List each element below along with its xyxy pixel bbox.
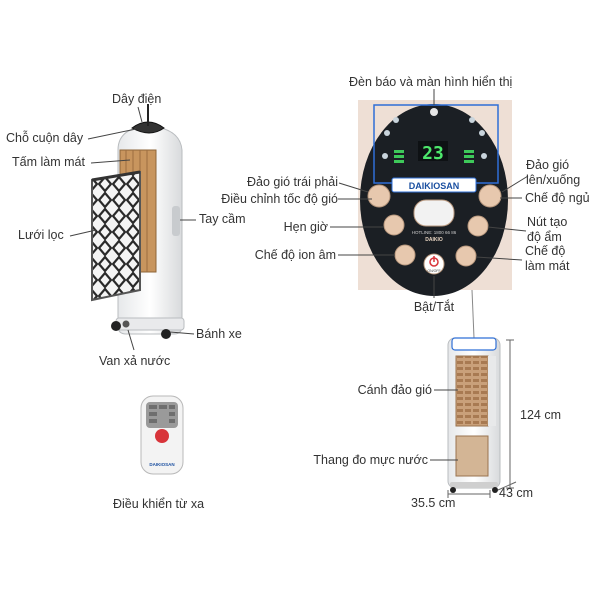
label-humidify-line2: độ ẩm [527, 230, 562, 244]
wheel [111, 321, 121, 331]
remote-power-button [155, 429, 169, 443]
label-sleep-mode: Chế độ ngủ [525, 191, 590, 205]
panel-leader-lines [330, 89, 529, 298]
label-cord-holder: Chỗ cuộn dây [6, 131, 84, 145]
panel-swing-ud-button [478, 184, 502, 208]
water-gauge [455, 435, 489, 477]
label-filter-mesh: Lưới lọc [18, 228, 64, 242]
panel-hotline: HOTLINE: 1800 66 86 [412, 230, 457, 235]
label-cool-mode-line1: Chế độ [525, 244, 566, 258]
wheel [161, 329, 171, 339]
label-power: Bật/Tắt [413, 300, 455, 314]
panel-ion-button [394, 244, 416, 266]
panel-brand-small: DAIKIO [425, 237, 443, 243]
drain-valve [122, 320, 130, 328]
left-leader-lines [69, 106, 196, 351]
label-timer: Hẹn giờ [283, 220, 328, 234]
label-drain-valve: Van xả nước [99, 354, 171, 368]
filter-mesh-door [91, 170, 141, 302]
label-cooling-pad: Tấm làm mát [12, 155, 85, 169]
label-swing-ud-line2: lên/xuống [526, 173, 581, 187]
panel-brand: DAIKIOSAN [409, 181, 460, 191]
cooler-back-view [91, 104, 185, 339]
label-cool-mode-line2: làm mát [525, 259, 570, 273]
remote-control: DAIKIOSAN [140, 395, 184, 475]
label-louver: Cánh đảo gió [357, 383, 432, 397]
label-humidify-line1: Nút tạo [527, 215, 568, 229]
label-remote: Điều khiển từ xa [113, 497, 205, 511]
label-water-gauge: Thang đo mực nước [313, 453, 428, 467]
panel-timer-button [383, 214, 405, 236]
louver [455, 355, 489, 427]
label-wheels: Bánh xe [196, 327, 242, 341]
display-digits: 23 [422, 143, 444, 164]
label-display: Đèn báo và màn hình hiển thị [349, 75, 513, 89]
panel-humidify-button [467, 215, 489, 237]
label-ion-mode: Chế độ ion âm [254, 248, 336, 262]
panel-power-text: ON/OFF [427, 269, 440, 273]
control-panel-closeup: 23 DAIKIOSAN HOTLINE: 1800 66 86 DAIKIO [358, 100, 512, 296]
panel-speed-button [413, 199, 455, 227]
front-leader-lines [430, 389, 458, 461]
label-power-cord: Dây điện [112, 92, 162, 106]
label-swing-lr: Đảo gió trái phải [246, 175, 338, 189]
dimension-lines [447, 339, 517, 498]
cooler-front-view [447, 337, 501, 493]
label-height: 124 cm [520, 408, 561, 422]
panel-cool-button [455, 245, 477, 267]
panel-power-button [423, 253, 445, 275]
label-handle: Tay cầm [199, 212, 246, 226]
label-wind-speed: Điều chỉnh tốc độ gió [221, 192, 338, 206]
label-depth: 43 cm [499, 486, 534, 500]
remote-brand: DAIKIOSAN [149, 462, 174, 467]
panel-swing-lr-button [367, 184, 391, 208]
label-width: 35.5 cm [411, 496, 456, 510]
label-swing-ud-line1: Đảo gió [526, 158, 570, 172]
